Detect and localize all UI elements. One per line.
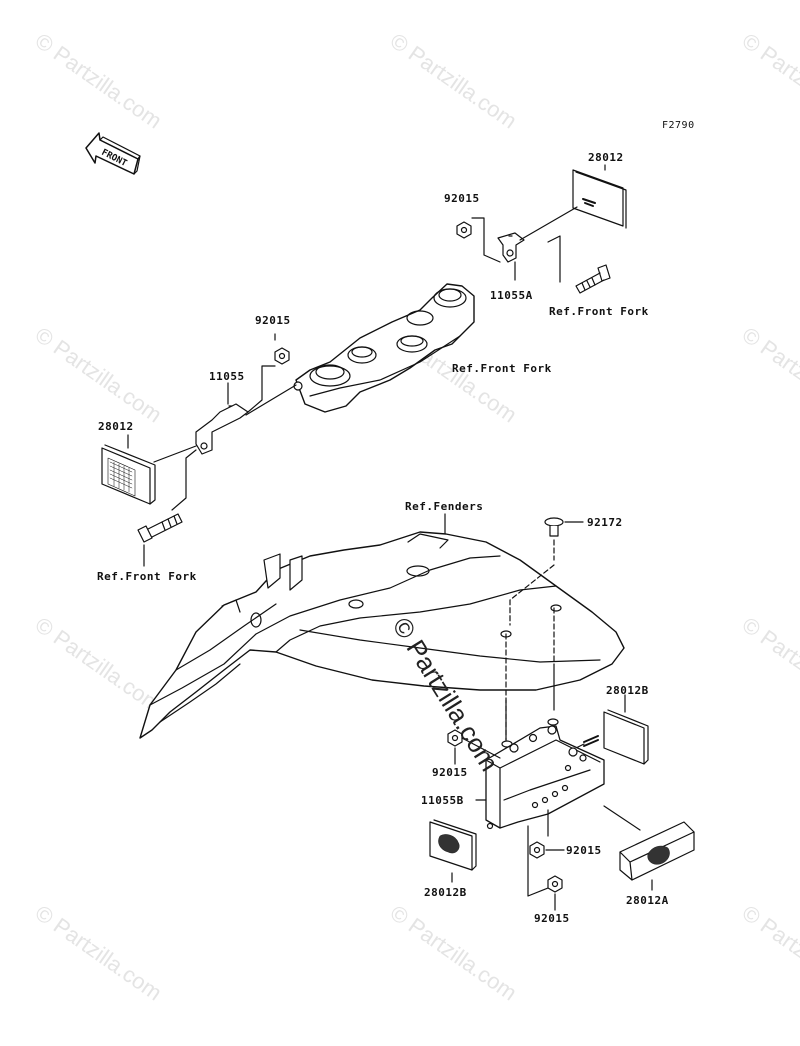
nut-92015-top	[456, 221, 472, 239]
label-28012B-left: 28012B	[424, 886, 467, 899]
rear-fender	[139, 531, 625, 739]
screw-92172	[544, 517, 564, 537]
label-92015-bottom: 92015	[534, 912, 570, 925]
label-ref-fenders: Ref.Fenders	[405, 500, 484, 513]
label-11055A: 11055A	[490, 289, 533, 302]
label-ref-front-fork-mid: Ref.Front Fork	[452, 362, 552, 375]
label-28012-left: 28012	[98, 420, 134, 433]
reflector-28012A	[619, 821, 695, 881]
label-28012B-right: 28012B	[606, 684, 649, 697]
label-28012-top: 28012	[588, 151, 624, 164]
label-92015-bracket: 92015	[432, 766, 468, 779]
triple-clamp	[293, 283, 475, 413]
bolt-left	[137, 513, 183, 543]
label-92015-mid: 92015	[255, 314, 291, 327]
label-92015-lower-right: 92015	[566, 844, 602, 857]
label-92172: 92172	[587, 516, 623, 529]
reflector-28012-top	[572, 169, 627, 229]
nut-92015-bottom	[547, 875, 563, 893]
bracket-11055A	[497, 232, 525, 263]
nut-92015-bracket	[447, 729, 463, 747]
bolt-top-right	[575, 264, 611, 294]
nut-92015-lower-right	[529, 841, 545, 859]
bracket-11055B	[475, 725, 605, 830]
label-11055B: 11055B	[421, 794, 464, 807]
front-arrow-icon: FRONT	[85, 132, 141, 175]
label-ref-front-fork-top-right: Ref.Front Fork	[549, 305, 649, 318]
reflector-28012-left	[101, 444, 156, 505]
bracket-11055	[195, 403, 249, 455]
reflector-28012B-left	[429, 819, 477, 871]
nut-92015-mid	[274, 347, 290, 365]
label-28012A: 28012A	[626, 894, 669, 907]
label-92015-top: 92015	[444, 192, 480, 205]
reflector-28012B-right	[583, 709, 649, 765]
label-ref-front-fork-left: Ref.Front Fork	[97, 570, 197, 583]
label-11055: 11055	[209, 370, 245, 383]
figure-code: F2790	[662, 120, 695, 131]
